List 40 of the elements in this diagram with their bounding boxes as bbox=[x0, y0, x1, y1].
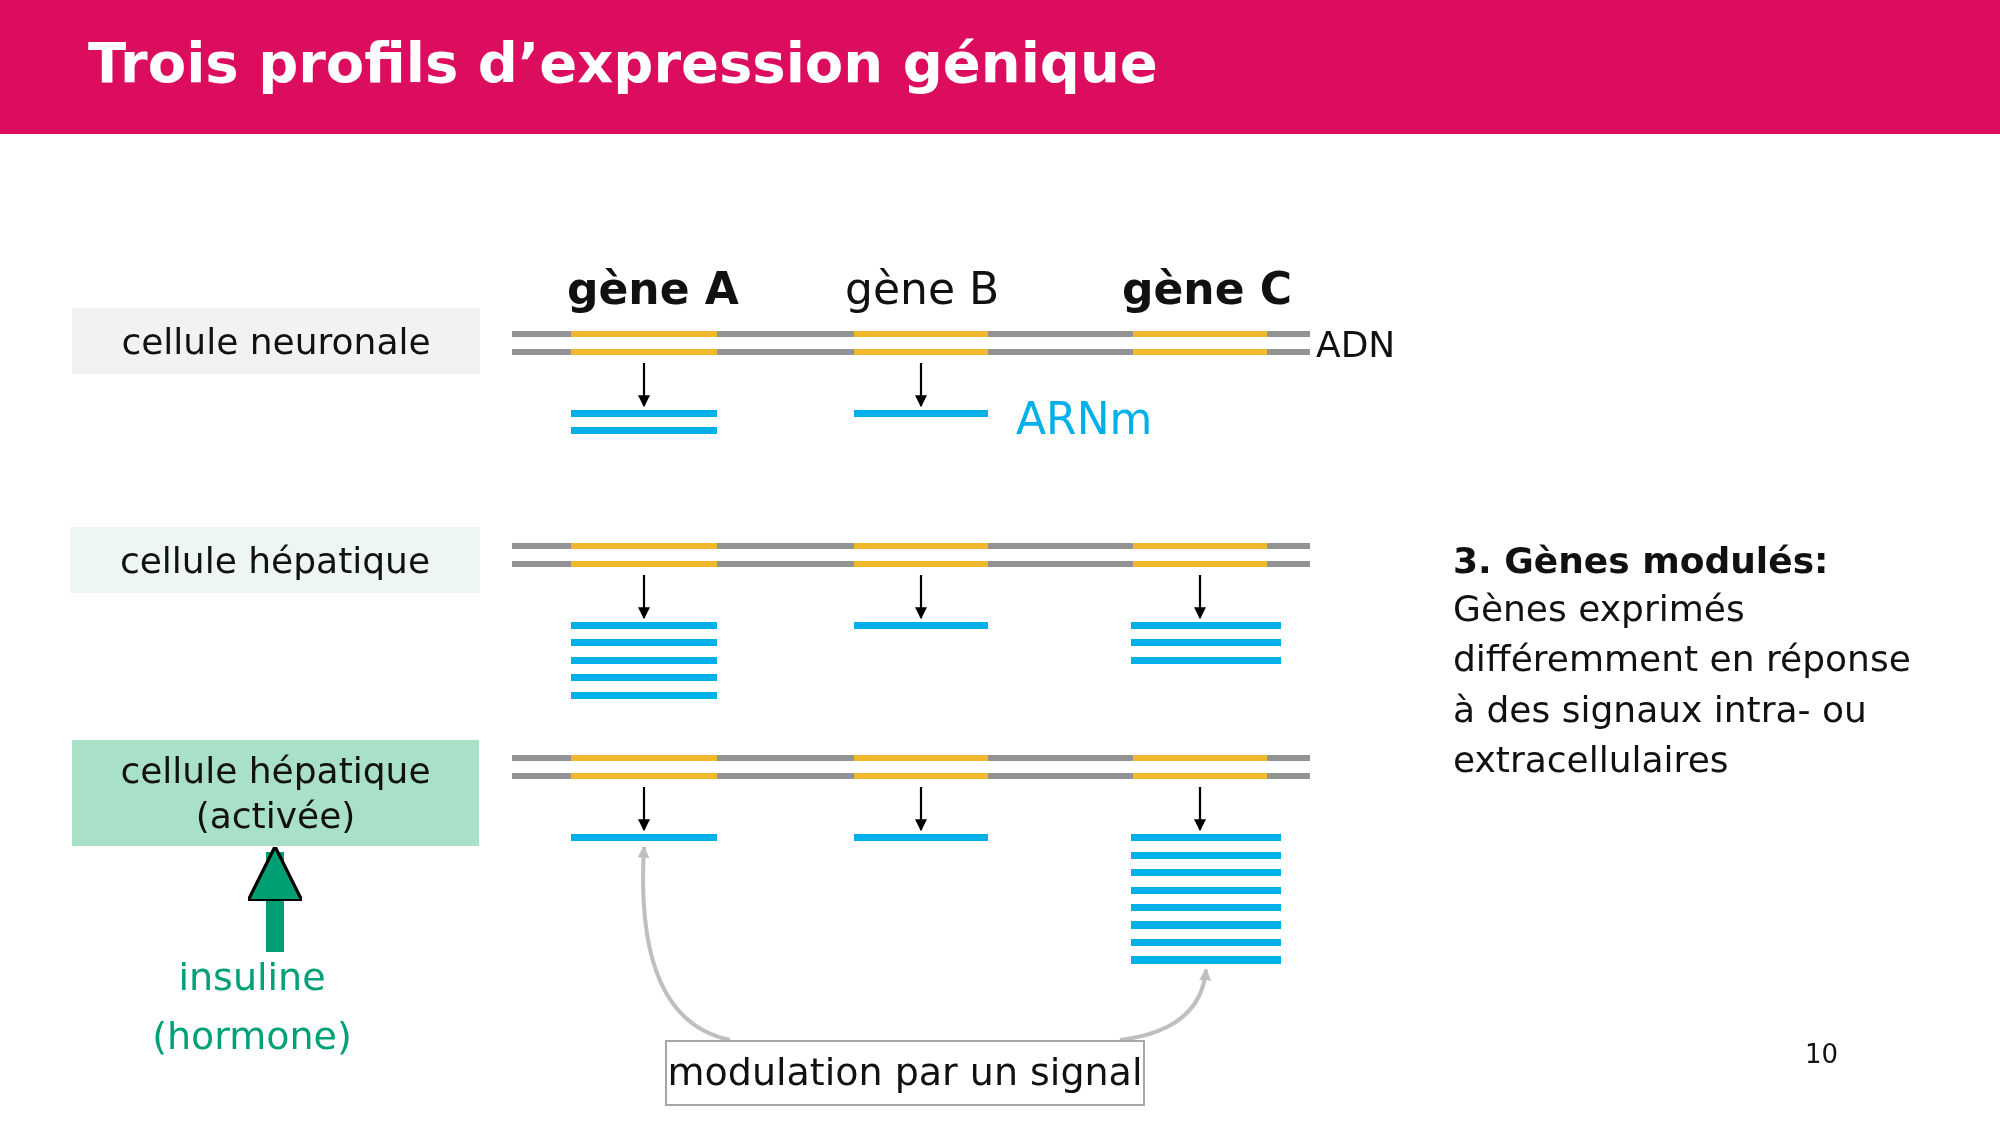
mrna-strands bbox=[1131, 622, 1281, 664]
gene-segment bbox=[1133, 755, 1267, 779]
note-heading: 3. Gènes modulés: bbox=[1453, 539, 1829, 583]
arrow bbox=[638, 575, 650, 620]
arrow bbox=[915, 363, 927, 408]
note-text: Gènes exprimés différemment en réponse à des signaux intra- ou extracellulaires bbox=[1453, 587, 1912, 783]
hormone-label: insuline (hormone) bbox=[140, 952, 364, 1062]
mrna-strands bbox=[854, 622, 988, 629]
dna-label: ADN bbox=[1316, 323, 1396, 367]
slide-title: Trois profils d’expression génique bbox=[88, 30, 1158, 95]
cell-type-label: cellule hépatique bbox=[70, 527, 480, 593]
mrna-strands bbox=[571, 834, 717, 841]
gene-segment bbox=[1133, 543, 1267, 567]
gene-segment bbox=[571, 543, 717, 567]
page-number: 10 bbox=[1805, 1038, 1839, 1071]
cell-type-label: cellule neuronale bbox=[72, 308, 480, 374]
arrow bbox=[638, 787, 650, 832]
curved-arrow bbox=[1119, 968, 1211, 1042]
cell-type-label: cellule hépatique (activée) bbox=[72, 740, 479, 846]
arrow bbox=[915, 575, 927, 620]
mrna-strands bbox=[571, 410, 717, 435]
gene-segment bbox=[571, 755, 717, 779]
signal-box: modulation par un signal bbox=[665, 1040, 1145, 1106]
mrna-label: ARNm bbox=[1016, 392, 1153, 446]
arrow bbox=[638, 363, 650, 408]
gene-name: gène B bbox=[845, 262, 1000, 316]
gene-segment bbox=[854, 543, 988, 567]
gene-name: gène C bbox=[1122, 262, 1293, 316]
arrow bbox=[1194, 787, 1206, 832]
arrow bbox=[1194, 575, 1206, 620]
gene-segment bbox=[854, 331, 988, 355]
gene-segment bbox=[1133, 331, 1267, 355]
gene-name: gène A bbox=[567, 262, 739, 316]
arrow bbox=[915, 787, 927, 832]
gene-segment bbox=[571, 331, 717, 355]
mrna-strands bbox=[854, 410, 988, 417]
gene-segment bbox=[854, 755, 988, 779]
curved-arrow bbox=[637, 845, 731, 1042]
mrna-strands bbox=[854, 834, 988, 841]
block-arrow bbox=[246, 845, 304, 952]
